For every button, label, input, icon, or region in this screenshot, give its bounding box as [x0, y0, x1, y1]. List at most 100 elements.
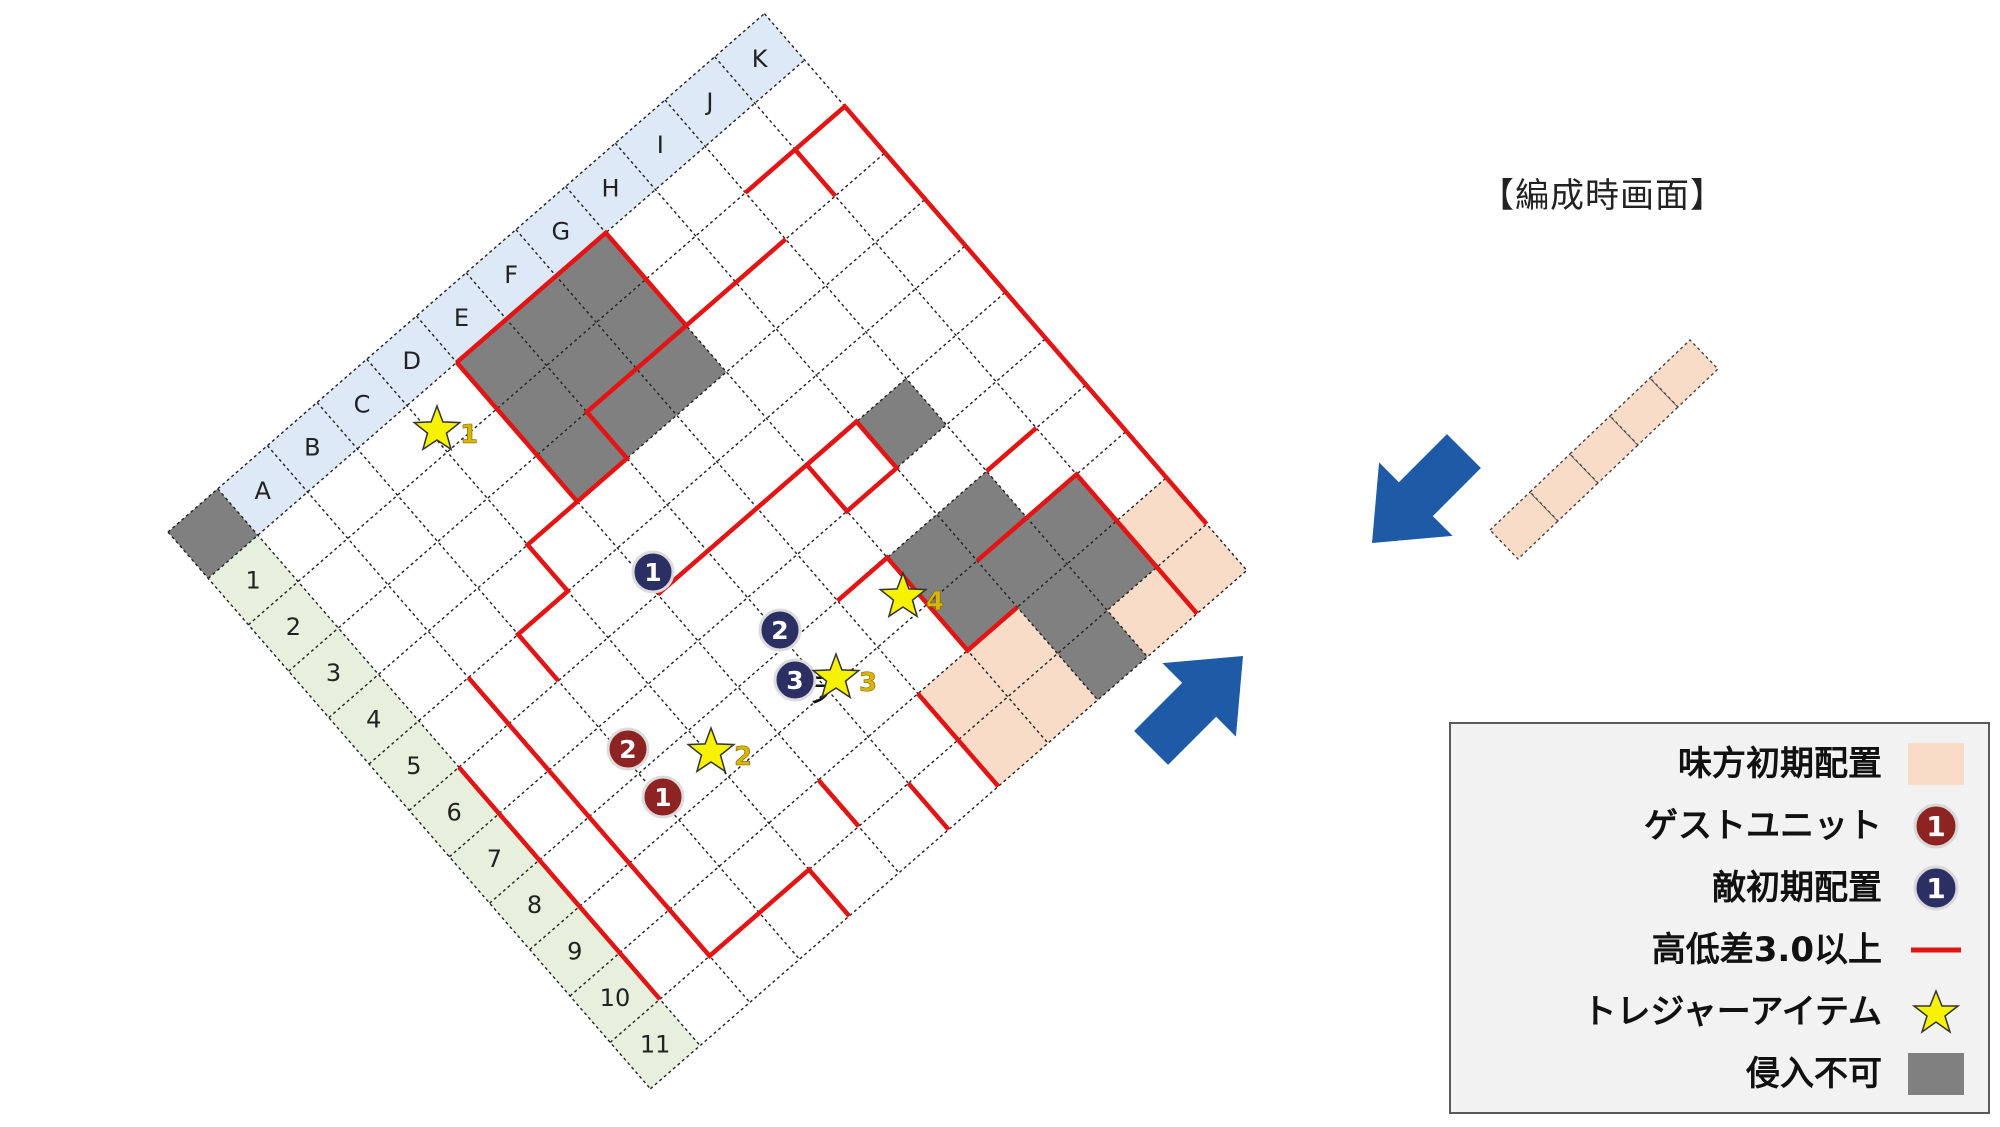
- map-cell: [686, 282, 777, 372]
- height-line-icon: [1911, 947, 1961, 953]
- impassable-cell: [1017, 564, 1108, 654]
- ally-swatch-icon: [1908, 743, 1964, 785]
- column-header-cell: [615, 100, 706, 190]
- column-label: F: [504, 261, 518, 289]
- height-difference-line: [985, 426, 1038, 473]
- arrow-to-deploy-icon: [1134, 656, 1243, 765]
- map-cell: [659, 956, 750, 1046]
- height-difference-line: [816, 778, 861, 828]
- row-header-cell: [610, 999, 701, 1089]
- treasure-number: 3: [859, 668, 877, 698]
- map-cell: [397, 452, 488, 542]
- ally-deploy-preview-cell: [1609, 377, 1679, 446]
- enemy-unit-icon: 1: [1913, 865, 1959, 911]
- column-label: E: [454, 304, 469, 332]
- impassable-cell: [977, 517, 1067, 608]
- legend-row-enemy: 敵初期配置 1: [1451, 858, 1988, 918]
- row-label: 9: [567, 938, 582, 966]
- height-difference-line: [466, 676, 851, 960]
- map-cell: [726, 328, 817, 419]
- column-header-cell: [714, 13, 805, 104]
- enemy-unit-1: 1: [631, 550, 675, 594]
- legend-row-impassable: 侵入不可: [1451, 1044, 1988, 1104]
- map-cell: [627, 415, 717, 505]
- map-cell: [778, 690, 869, 780]
- map-cell: [719, 823, 809, 913]
- column-header-cell: [565, 143, 656, 233]
- legend-row-treasure: トレジャーアイテム: [1451, 982, 1988, 1042]
- treasure-3: 3: [811, 651, 877, 700]
- map-cell: [338, 584, 429, 675]
- impassable-cell: [936, 471, 1027, 561]
- row-label: 11: [640, 1030, 671, 1058]
- column-header-cell: [515, 186, 606, 276]
- map-cell: [946, 381, 1037, 472]
- column-label: A: [254, 477, 271, 505]
- ally-deploy-cell: [1007, 653, 1098, 744]
- column-label: H: [602, 174, 620, 202]
- star-icon: [412, 403, 462, 452]
- star-icon: [811, 651, 861, 700]
- row-label: 7: [487, 845, 502, 873]
- map-cell: [707, 508, 798, 598]
- map-cell: [797, 511, 888, 601]
- treasure-number: 2: [734, 742, 752, 772]
- grid-line: [366, 358, 850, 917]
- enemy-unit-3-label: 3: [786, 666, 803, 695]
- map-cell: [667, 461, 758, 552]
- legend-label-ally: 味方初期配置: [1678, 744, 1882, 784]
- treasure-4: 4: [878, 570, 944, 619]
- map-cell: [378, 631, 469, 721]
- row-label: 5: [406, 752, 421, 780]
- column-header-cell: [317, 359, 407, 449]
- map-cell: [298, 538, 388, 628]
- height-difference-line: [805, 418, 900, 515]
- corner-cell: [168, 488, 258, 579]
- map-cell: [307, 448, 398, 539]
- legend: 味方初期配置 ゲストユニット 1 敵初期配置 1 高低差3.0以上 トレジャーア…: [1449, 722, 1990, 1114]
- enemy-unit-2-label: 2: [771, 616, 788, 645]
- svg-text:1: 1: [1926, 872, 1945, 905]
- star-icon: [1911, 988, 1961, 1034]
- column-label: B: [304, 434, 320, 462]
- row-label: 1: [246, 566, 261, 594]
- screen-title: 【編成時画面】: [1480, 176, 1725, 216]
- ally-deploy-preview-cell: [1569, 415, 1639, 484]
- enemy-unit-3: 3: [773, 658, 817, 702]
- map-cell: [986, 428, 1077, 518]
- column-header-cell: [217, 445, 308, 536]
- map-cell: [785, 196, 876, 286]
- legend-row-height: 高低差3.0以上: [1451, 920, 1988, 980]
- legend-row-ally: 味方初期配置: [1451, 734, 1988, 794]
- impassable-swatch-icon: [1908, 1053, 1964, 1095]
- map-cell: [648, 640, 739, 731]
- map-cell: [766, 375, 857, 465]
- legend-label-treasure: トレジャーアイテム: [1582, 992, 1882, 1032]
- map-cell: [847, 468, 937, 558]
- height-difference-line: [457, 765, 662, 1001]
- row-label: 6: [447, 798, 462, 826]
- guest-unit-1-label: 1: [654, 783, 671, 812]
- height-difference-line: [975, 471, 1199, 616]
- column-header-cell: [267, 402, 358, 492]
- row-label: 8: [527, 891, 542, 919]
- map-cell: [816, 332, 907, 422]
- star-icon: [686, 725, 736, 774]
- map-cell: [716, 418, 807, 508]
- direction-arrows: [1134, 434, 1481, 765]
- column-header-cell: [416, 272, 507, 363]
- guest-unit-2-circle: [606, 727, 650, 771]
- column-header-cell: [466, 229, 557, 320]
- map-cell: [896, 424, 987, 515]
- legend-label-impassable: 侵入不可: [1746, 1054, 1882, 1094]
- map-cell: [906, 335, 997, 425]
- column-label: K: [752, 45, 769, 73]
- row-header-cell: [288, 628, 379, 718]
- map-cell: [608, 594, 698, 684]
- arrow-to-map-icon: [1372, 434, 1481, 543]
- map-cell: [558, 637, 649, 728]
- map-cell: [825, 242, 916, 332]
- column-header-cell: [665, 56, 755, 147]
